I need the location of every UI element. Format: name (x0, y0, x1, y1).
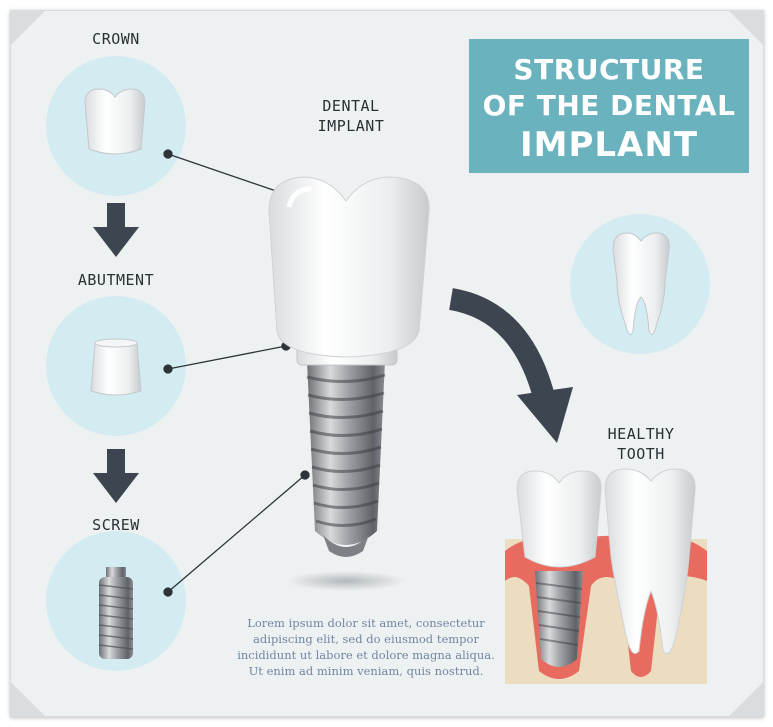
down-arrow-icon (93, 203, 139, 257)
crown-icon (84, 88, 146, 155)
title-line-2: OF THE DENTAL (482, 89, 736, 122)
illustration (46, 56, 710, 684)
curved-arrow-icon (448, 288, 573, 443)
title-box: STRUCTURE OF THE DENTAL IMPLANT (469, 39, 749, 173)
body-text-line: adipiscing elit, sed do eiusmod tempor (253, 632, 479, 646)
body-text-line: Lorem ipsum dolor sit amet, consectetur (247, 616, 485, 630)
healthy-tooth-label-line1: HEALTHY (607, 425, 675, 443)
corner-fold-top-left (11, 11, 45, 45)
dental-implant-label-line1: DENTAL (322, 97, 380, 115)
body-text-line: Ut enim ad minim veniam, quis nostrud. (248, 664, 484, 678)
tooth-icon (612, 232, 670, 336)
abutment-icon (90, 338, 142, 396)
title-line-1: STRUCTURE (513, 53, 705, 86)
healthy-tooth-label: HEALTHY TOOTH (591, 424, 691, 464)
dental-implant-label-line2: IMPLANT (317, 117, 385, 135)
dental-implant-label: DENTAL IMPLANT (296, 96, 406, 136)
corner-fold-bottom-right (729, 682, 763, 716)
screw-icon (98, 567, 134, 659)
corner-fold-bottom-left (11, 682, 45, 716)
down-arrow-icon (93, 449, 139, 503)
crown-label: CROWN (92, 30, 140, 48)
abutment-label: ABUTMENT (77, 271, 155, 289)
dental-implant-illustration (268, 176, 430, 591)
screw-label: SCREW (92, 516, 140, 534)
poster: CROWN ABUTMENT SCREW DENTAL IMPLANT HEAL… (10, 10, 764, 717)
healthy-tooth-label-line2: TOOTH (617, 445, 665, 463)
body-text: Lorem ipsum dolor sit amet, consectetur … (216, 615, 516, 679)
title-line-3: IMPLANT (519, 125, 699, 165)
healthy-tooth-illustration (505, 468, 707, 684)
body-text-line: incididunt ut labore et dolore magna ali… (237, 648, 495, 662)
